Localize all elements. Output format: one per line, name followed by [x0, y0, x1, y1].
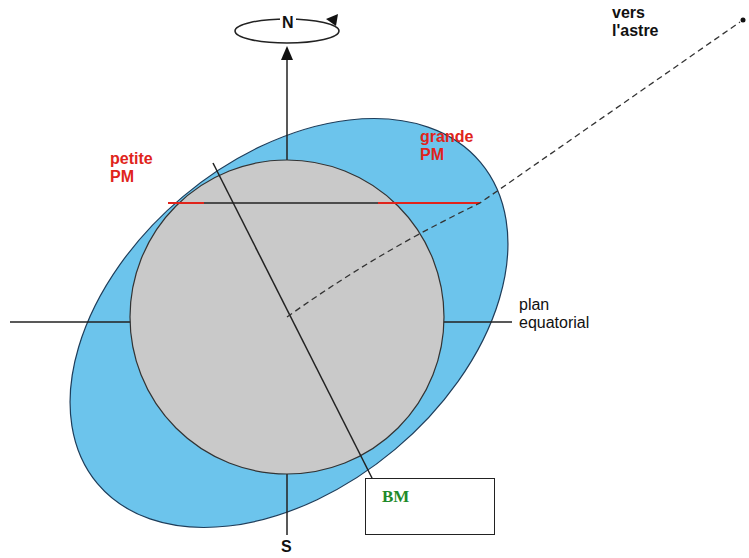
north-label: N: [280, 14, 296, 32]
tide-label: BM: [382, 487, 478, 507]
parallel-line: [168, 202, 480, 204]
south-label: S: [281, 538, 292, 556]
astre-direction: [287, 22, 740, 317]
petite-pm-label: petite PM: [110, 150, 166, 187]
plane-label: plan equatorial: [519, 296, 619, 333]
rotation-arrowhead: [326, 14, 338, 26]
tide-box: BM: [365, 478, 495, 535]
astre-label: vers l'astre: [612, 4, 674, 41]
tilted-axis: [213, 163, 372, 478]
grande-pm-label: grande PM: [420, 128, 490, 165]
grande-pm-segment: [378, 202, 480, 204]
petite-pm-segment: [168, 202, 204, 204]
tidal-bulge: [0, 36, 587, 558]
axis-arrowhead: [281, 46, 293, 60]
astre-dot: [741, 18, 746, 23]
